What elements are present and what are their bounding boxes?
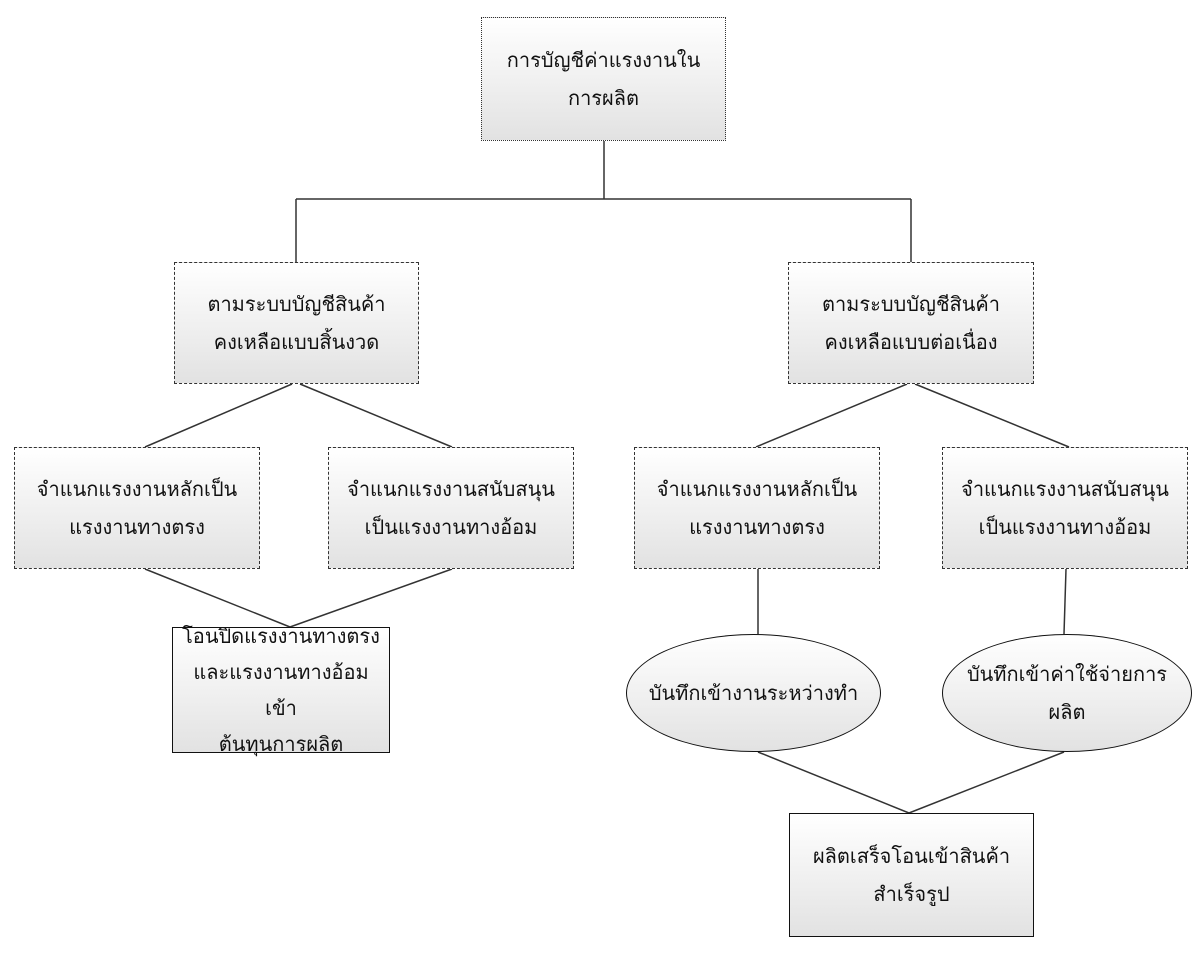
connector-overhead-to-finished xyxy=(908,751,1065,814)
connector-periodic-direct xyxy=(144,383,293,448)
root-node-text-line-1: การบัญชีค่าแรงงานใน xyxy=(506,48,701,72)
connector-direct-to-close xyxy=(144,568,291,628)
node-record-work-in-process: บันทึกเข้างานระหว่างทำ xyxy=(626,634,881,752)
connector-indirect-to-close xyxy=(289,568,453,628)
close-cost-text-line-3: ต้นทุนการผลิต xyxy=(218,732,344,756)
perpetual-text-line-2: คงเหลือแบบต่อเนื่อง xyxy=(824,330,998,354)
perpetual-indirect-text-line-2: เป็นแรงงานทางอ้อม xyxy=(978,515,1152,539)
connector-perpetual-indirect xyxy=(914,383,1070,448)
overhead-text-line-2: ผลิต xyxy=(1048,700,1086,724)
periodic-indirect-text-line-1: จำแนกแรงงานสนับสนุน xyxy=(347,477,555,501)
connector-indirect-to-overhead xyxy=(1063,568,1067,635)
connector-periodic-indirect xyxy=(299,383,453,448)
periodic-direct-text-line-1: จำแนกแรงงานหลักเป็น xyxy=(36,477,238,501)
finished-text-line-2: สำเร็จรูป xyxy=(873,882,950,906)
node-perpetual-direct-labor: จำแนกแรงงานหลักเป็น แรงงานทางตรง xyxy=(634,447,880,569)
connector-wip-to-finished xyxy=(757,751,910,814)
node-record-manufacturing-overhead: บันทึกเข้าค่าใช้จ่ายการ ผลิต xyxy=(942,634,1192,752)
perpetual-direct-text-line-2: แรงงานทางตรง xyxy=(689,515,825,539)
node-perpetual-inventory-system: ตามระบบบัญชีสินค้า คงเหลือแบบต่อเนื่อง xyxy=(788,262,1034,384)
perpetual-direct-text-line-1: จำแนกแรงงานหลักเป็น xyxy=(656,477,858,501)
perpetual-indirect-text-line-1: จำแนกแรงงานสนับสนุน xyxy=(961,477,1169,501)
node-close-to-production-cost: โอนปิดแรงงานทางตรง และแรงงานทางอ้อมเข้า … xyxy=(172,624,390,756)
root-node-text-line-2: การผลิต xyxy=(567,86,640,110)
node-finished-goods-transfer: ผลิตเสร็จโอนเข้าสินค้า สำเร็จรูป xyxy=(789,813,1034,937)
periodic-indirect-text-line-2: เป็นแรงงานทางอ้อม xyxy=(364,515,538,539)
root-node-labor-accounting: การบัญชีค่าแรงงานใน การผลิต xyxy=(481,17,726,141)
node-periodic-inventory-system: ตามระบบบัญชีสินค้า คงเหลือแบบสิ้นงวด xyxy=(174,262,419,384)
node-periodic-indirect-labor: จำแนกแรงงานสนับสนุน เป็นแรงงานทางอ้อม xyxy=(328,447,574,569)
connector-perpetual-direct xyxy=(755,383,908,448)
overhead-text-line-1: บันทึกเข้าค่าใช้จ่ายการ xyxy=(966,662,1168,686)
periodic-text-line-2: คงเหลือแบบสิ้นงวด xyxy=(213,330,380,354)
close-cost-text-line-1: โอนปิดแรงงานทางตรง xyxy=(182,624,380,648)
close-cost-text-line-2: และแรงงานทางอ้อมเข้า xyxy=(193,660,369,720)
periodic-text-line-1: ตามระบบบัญชีสินค้า xyxy=(207,292,386,316)
wip-text-line-1: บันทึกเข้างานระหว่างทำ xyxy=(648,681,859,705)
periodic-direct-text-line-2: แรงงานทางตรง xyxy=(69,515,205,539)
node-perpetual-indirect-labor: จำแนกแรงงานสนับสนุน เป็นแรงงานทางอ้อม xyxy=(942,447,1188,569)
perpetual-text-line-1: ตามระบบบัญชีสินค้า xyxy=(821,292,1001,316)
node-periodic-direct-labor: จำแนกแรงงานหลักเป็น แรงงานทางตรง xyxy=(14,447,260,569)
finished-text-line-1: ผลิตเสร็จโอนเข้าสินค้า xyxy=(812,844,1011,868)
